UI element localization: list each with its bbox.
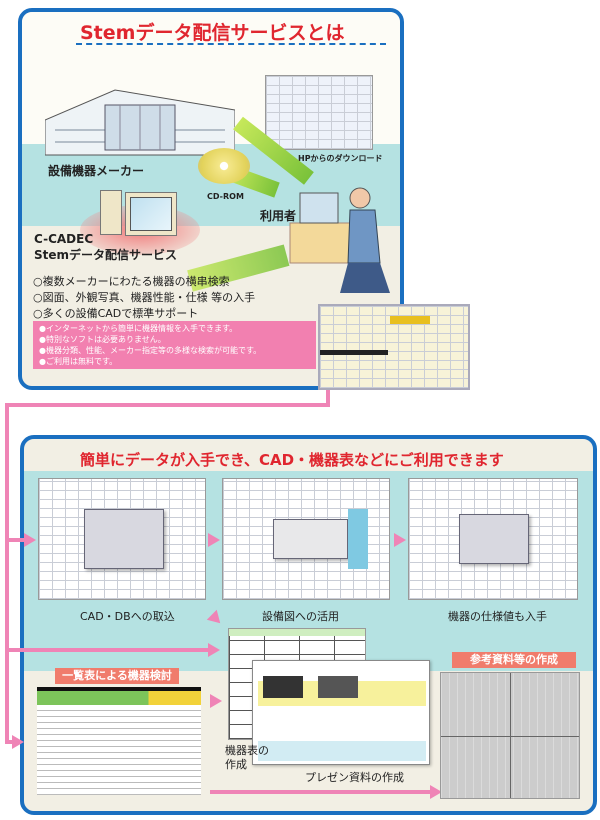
connector-vertical [5, 403, 9, 743]
arrow-to-reference [430, 785, 442, 799]
hp-download-label: HPからのダウンロード [298, 154, 383, 163]
arrow-in-3 [12, 735, 24, 749]
reference-tag: 参考資料等の作成 [452, 652, 576, 668]
note-2: ●特別なソフトは必要ありません。 [39, 335, 166, 344]
cad-import-screenshot [38, 478, 206, 600]
arrow-in-2 [208, 643, 220, 657]
service-name-2: Stemデータ配信サービス [34, 248, 178, 262]
comparison-spreadsheet [37, 687, 201, 795]
step-label-2: 設備図への活用 [262, 610, 339, 623]
step-label-3: 機器の仕様値も入手 [448, 610, 547, 623]
connector-up [326, 390, 330, 407]
note-4: ●ご利用は無料です。 [39, 357, 118, 366]
reference-charts [440, 672, 580, 799]
arrow-in-1-line [5, 538, 25, 542]
note-1: ●インターネットから簡単に機器情報を入手できます。 [39, 324, 238, 333]
table-label-2: 作成 [225, 758, 247, 771]
arrow-in-3-line [5, 740, 15, 744]
arrow-step-2 [394, 533, 406, 547]
list-tag: 一覧表による機器検討 [55, 668, 179, 684]
bottom-title: 簡単にデータが入手でき、CAD・機器表などにご利用できます [80, 451, 504, 469]
step-label-1: CAD・DBへの取込 [80, 610, 175, 623]
arrow-in-1 [24, 533, 36, 547]
top-title: Stemデータ配信サービスとは [80, 22, 345, 44]
user-label: 利用者 [260, 209, 297, 223]
arrow-list-to-table [210, 694, 222, 708]
arrow-in-2-line [5, 648, 210, 652]
cdrom-label: CD-ROM [207, 192, 244, 201]
building-illustration [44, 70, 236, 160]
arrow-step-1 [208, 533, 220, 547]
website-screenshot [265, 75, 373, 150]
table-label-1: 機器表の [225, 744, 269, 757]
pc-tower-icon [100, 190, 122, 235]
title-underline [76, 43, 386, 45]
maker-label: 設備機器メーカー [48, 164, 145, 178]
connector-horizontal [5, 403, 330, 407]
pc-monitor-icon [125, 192, 177, 236]
presentation-doc [252, 660, 430, 765]
cdrom-icon [198, 148, 250, 184]
presentation-label: プレゼン資料の作成 [305, 771, 404, 784]
notes-box: ●インターネットから簡単に機器情報を入手できます。 ●特別なソフトは必要ありませ… [33, 321, 316, 369]
feature-2: ○図面、外観写真、機器性能・仕様 等の入手 [33, 291, 256, 304]
equipment-drawing-screenshot [222, 478, 390, 600]
service-screenshot [318, 304, 470, 390]
feature-1: ○複数メーカーにわたる機器の横串検索 [33, 275, 230, 288]
spec-values-screenshot [408, 478, 578, 600]
service-name-1: C-CADEC [34, 232, 94, 246]
user-at-desk-illustration [280, 168, 398, 298]
feature-3: ○多くの設備CADで標準サポート [33, 307, 199, 320]
arrow-to-reference-line [210, 790, 432, 794]
note-3: ●機器分類、性能、メーカー指定等の多様な検索が可能です。 [39, 346, 262, 355]
